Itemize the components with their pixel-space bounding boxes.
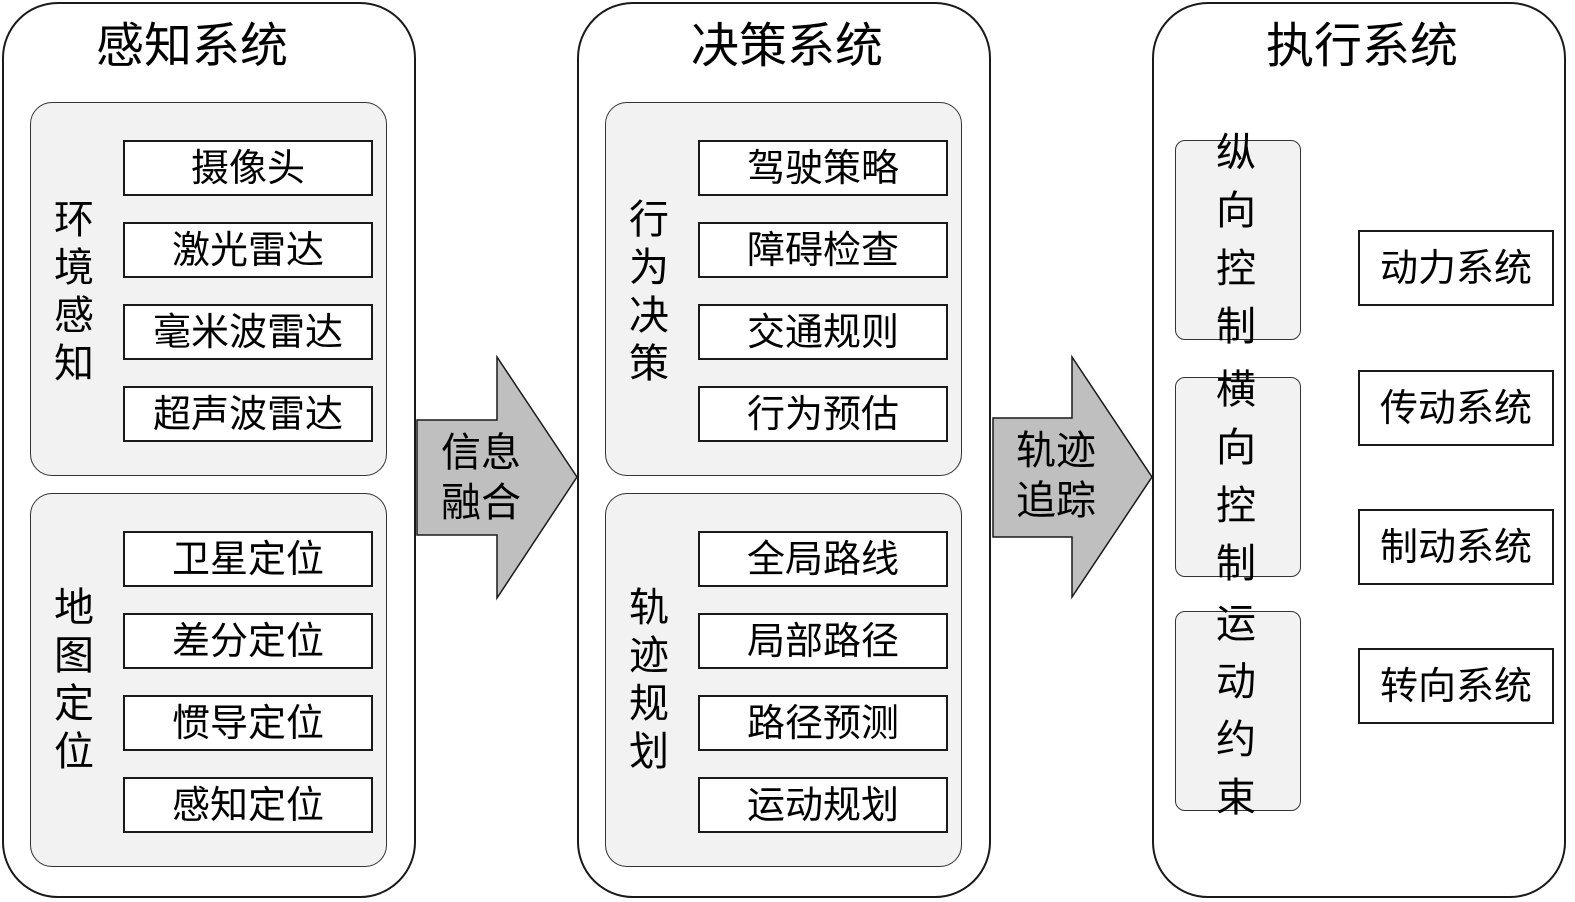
trajectory-planning-label: 轨迹规划 (629, 585, 669, 775)
lateral-control-box: 横向控制 (1175, 367, 1301, 587)
steering-system-box: 转向系统 (1358, 648, 1554, 724)
env-item: 超声波雷达 (123, 386, 373, 442)
tracking-arrow-label: 轨迹追踪 (1016, 428, 1096, 524)
map-item: 卫星定位 (123, 531, 373, 587)
map-item: 差分定位 (123, 613, 373, 669)
trajectory-item: 全局路线 (698, 531, 948, 587)
decision-title: 决策系统 (690, 18, 883, 74)
fusion-arrow-label: 信息融合 (441, 430, 521, 526)
env-item: 毫米波雷达 (123, 304, 373, 360)
trajectory-item: 局部路径 (698, 613, 948, 669)
behavior-item: 行为预估 (698, 386, 948, 442)
behavior-item: 交通规则 (698, 304, 948, 360)
longitudinal-control-box: 纵向控制 (1175, 130, 1301, 350)
trajectory-item: 运动规划 (698, 777, 948, 833)
env-perception-label: 环境感知 (54, 197, 94, 387)
brake-system-box: 制动系统 (1358, 509, 1554, 585)
env-item: 摄像头 (123, 140, 373, 196)
tracking-arrow (992, 354, 1153, 600)
perception-title: 感知系统 (95, 18, 288, 74)
env-item: 激光雷达 (123, 222, 373, 278)
motion-constraint-box: 运动约束 (1175, 601, 1301, 821)
map-item: 感知定位 (123, 777, 373, 833)
map-item: 惯导定位 (123, 695, 373, 751)
trajectory-item: 路径预测 (698, 695, 948, 751)
execution-title: 执行系统 (1265, 18, 1458, 74)
behavior-item: 障碍检查 (698, 222, 948, 278)
power-system-box: 动力系统 (1358, 230, 1554, 306)
behavior-decision-label: 行为决策 (629, 197, 669, 387)
map-positioning-label: 地图定位 (54, 585, 94, 775)
behavior-item: 驾驶策略 (698, 140, 948, 196)
fusion-arrow (416, 354, 578, 601)
transmission-system-box: 传动系统 (1358, 370, 1554, 446)
